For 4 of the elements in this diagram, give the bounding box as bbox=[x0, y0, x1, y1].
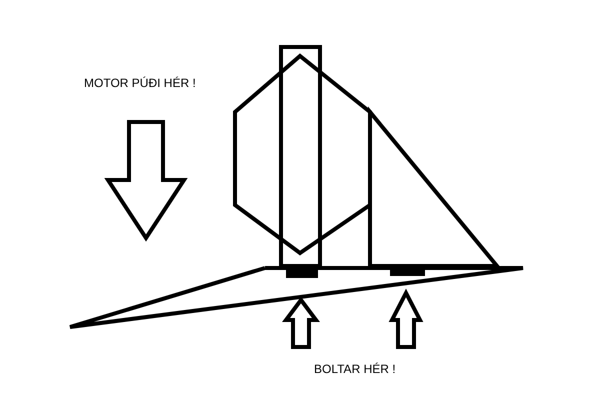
note-text: MOTOR PÚÐI HÉR ! bbox=[84, 76, 197, 90]
note-text: BOLTAR HÉR ! bbox=[314, 362, 397, 376]
hollow-arrow bbox=[282, 296, 320, 349]
hollow-arrow bbox=[388, 288, 424, 349]
